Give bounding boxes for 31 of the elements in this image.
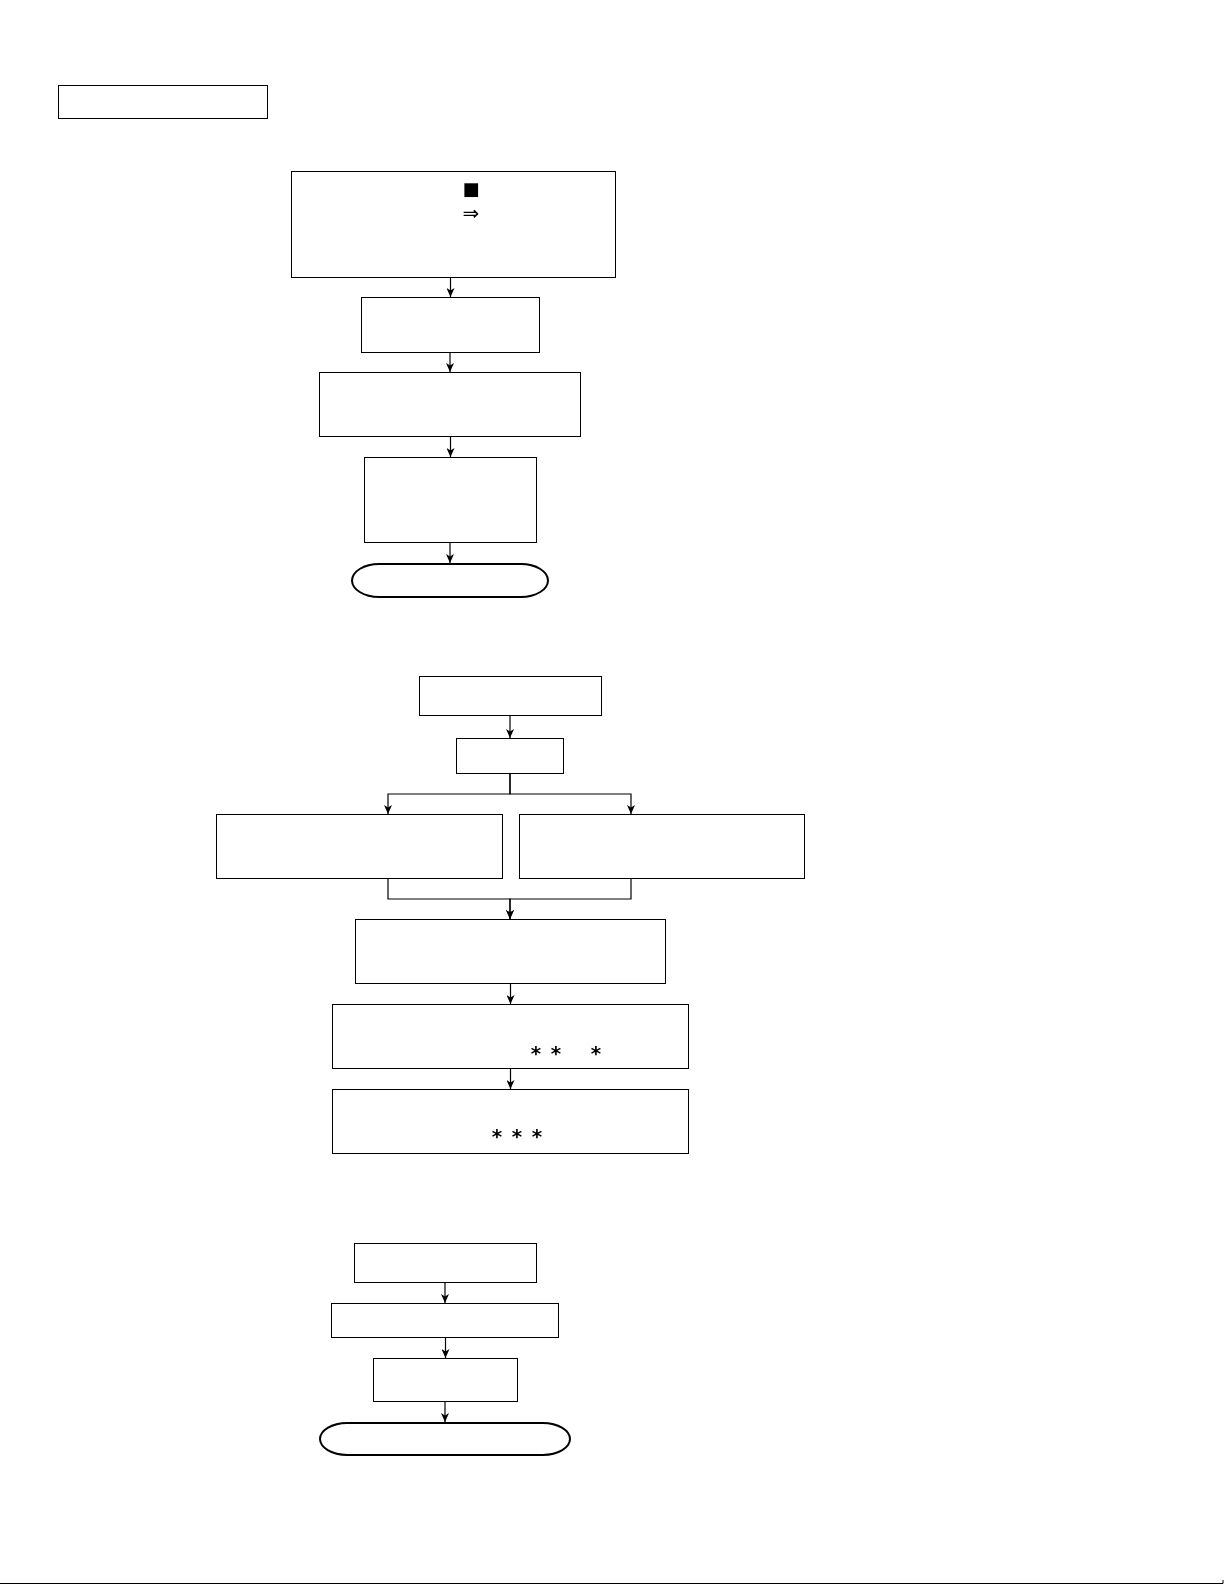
asterisk-marks: ∗∗ ∗ xyxy=(530,1038,611,1062)
process-box xyxy=(319,372,581,437)
connector-arrow xyxy=(446,436,455,458)
process-box xyxy=(361,297,540,353)
process-box xyxy=(364,457,537,543)
process-box xyxy=(419,676,602,716)
process-box xyxy=(355,919,666,984)
connector-arrow xyxy=(506,1068,515,1090)
connector-arrow xyxy=(509,773,635,815)
process-box xyxy=(332,1089,689,1154)
process-box xyxy=(331,1303,559,1338)
connector-arrow xyxy=(506,878,632,920)
square-bullet-symbol: ■ xyxy=(461,178,481,200)
process-box xyxy=(354,1243,537,1283)
process-box xyxy=(216,814,503,879)
connector-arrow xyxy=(441,1401,449,1423)
connector-arrow xyxy=(446,352,454,373)
process-box xyxy=(456,738,564,774)
asterisk-marks: ∗∗∗ xyxy=(491,1121,552,1145)
implies-symbol: ⇒ xyxy=(461,201,481,225)
header-box xyxy=(58,85,268,119)
connector-arrow xyxy=(446,542,454,564)
process-box xyxy=(332,1004,689,1069)
connector-arrow xyxy=(441,1337,450,1359)
process-box xyxy=(291,171,616,278)
connector-arrow xyxy=(441,1282,449,1304)
connector-arrow xyxy=(506,983,515,1005)
process-box xyxy=(373,1358,518,1402)
connector-arrow xyxy=(506,715,514,739)
process-box xyxy=(519,814,805,879)
connector-arrow xyxy=(446,277,455,298)
